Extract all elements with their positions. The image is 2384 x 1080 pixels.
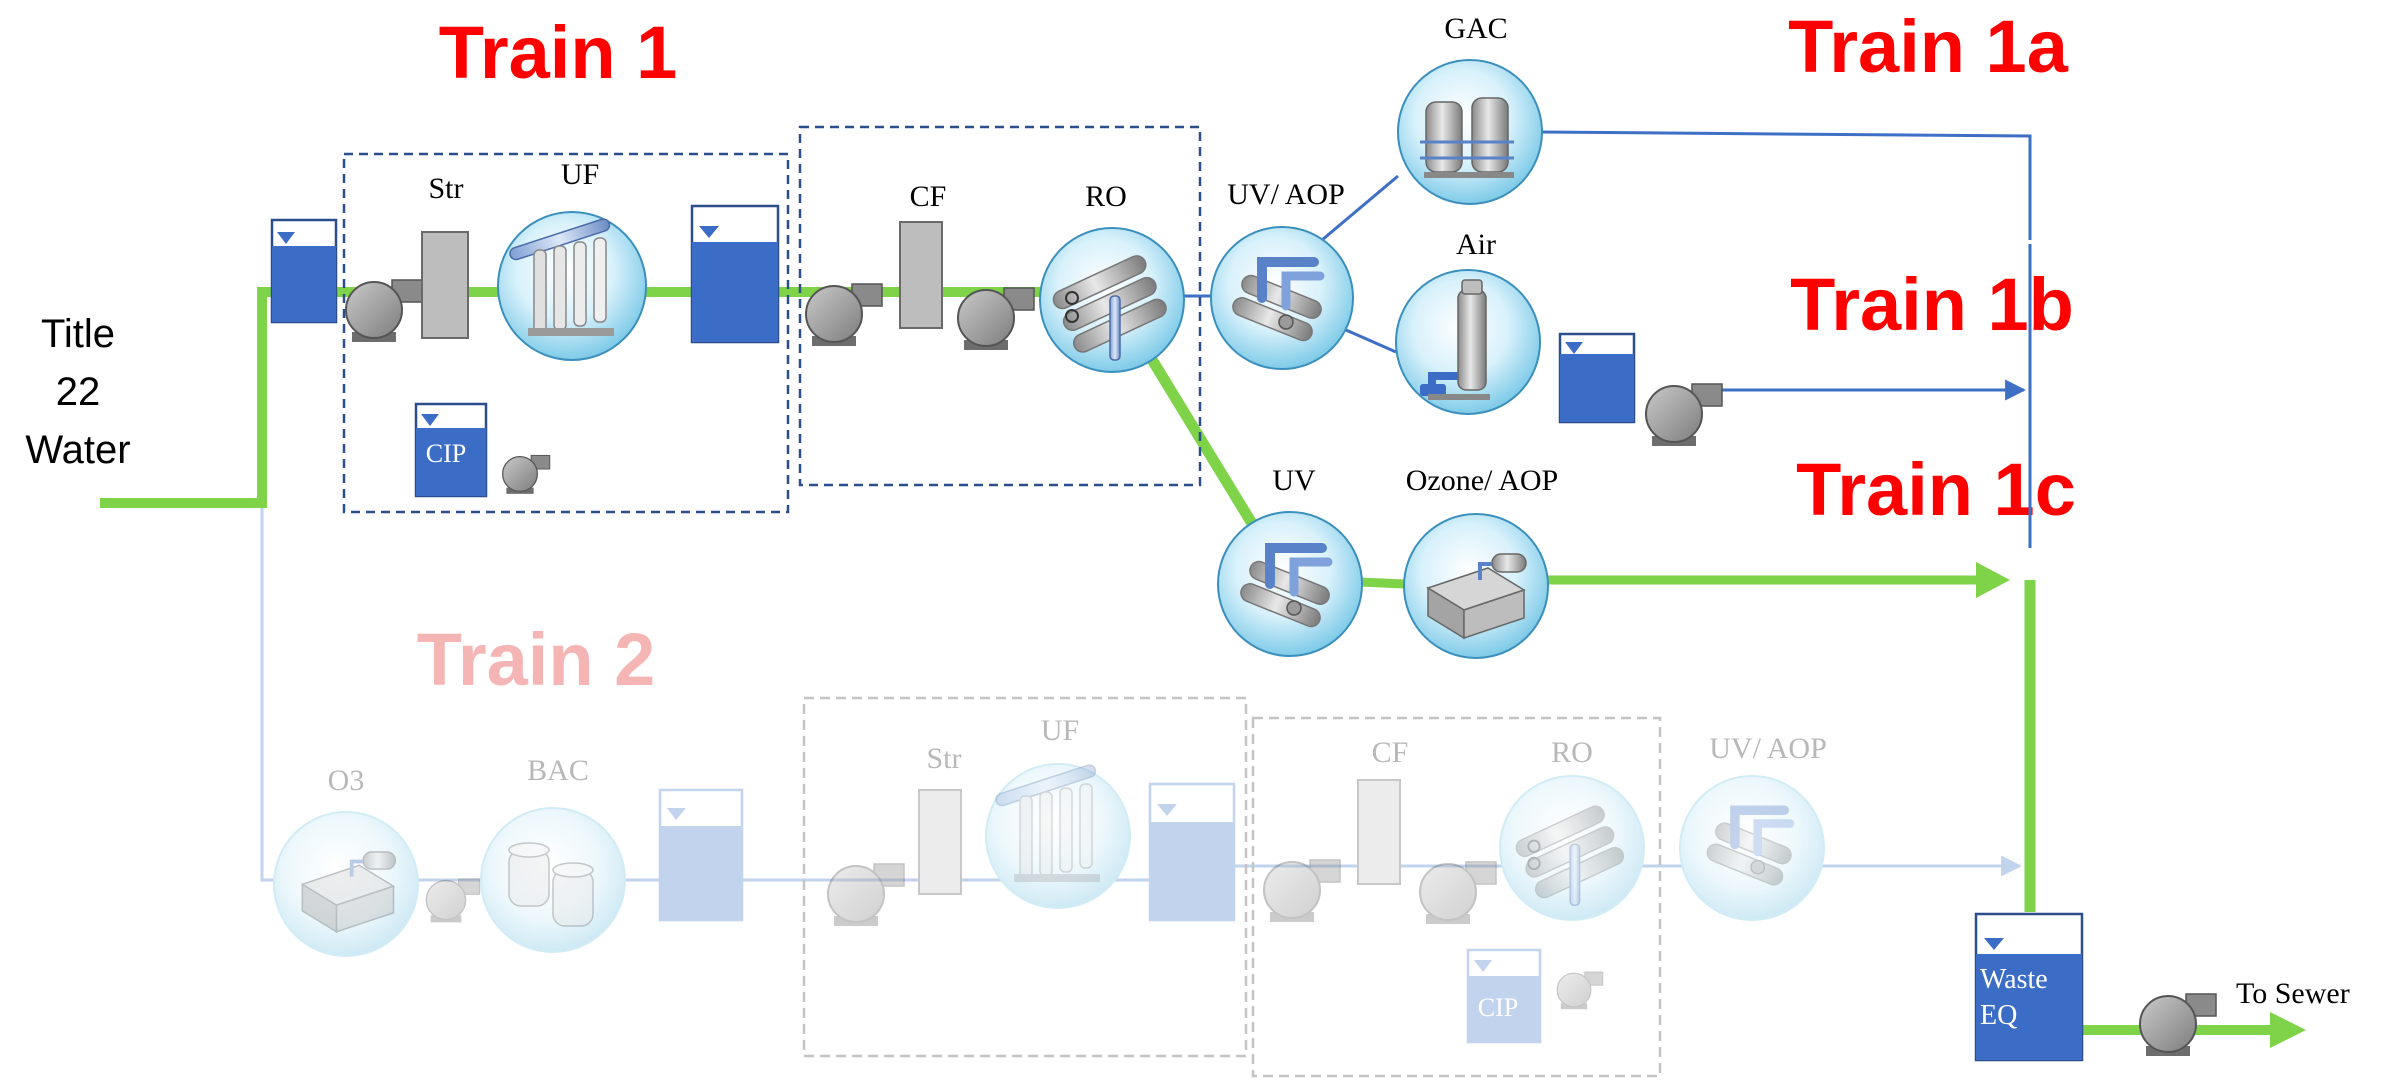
source-label-line-1: Title (41, 312, 115, 356)
waste-eq-label-line-2: EQ (1980, 1000, 2017, 1031)
train-1b-air-label: Air (1456, 228, 1496, 261)
train-1b-title: Train 1b (1790, 263, 2074, 346)
train-1-uvaop-label: UV/ AOP (1227, 178, 1345, 211)
sewer-arrowhead (2270, 1012, 2306, 1048)
train-1-uf-box (342, 152, 790, 514)
train-1-ro-box (798, 125, 1202, 487)
train-2-title: Train 2 (417, 618, 656, 701)
source-label-line-2: 22 (56, 370, 101, 414)
pump-icon (1419, 861, 1497, 925)
train-1-title: Train 1 (439, 11, 678, 94)
pump-icon (805, 283, 883, 347)
pump-icon (1645, 383, 1723, 447)
uvaop-to-air-line (1345, 328, 1397, 354)
strainer-icon (421, 231, 469, 339)
train-1-cip-label: CIP (426, 439, 466, 468)
train-2-cip-label: CIP (1478, 993, 1518, 1022)
pump-icon (827, 863, 905, 927)
train-1-uf-label: UF (561, 158, 599, 191)
uf-filtrate-tank (690, 204, 780, 344)
train-1a-gac-label: GAC (1444, 12, 1507, 45)
train-1a-title: Train 1a (1788, 5, 2069, 88)
train-1b-tank (1558, 332, 1636, 424)
pump-icon (345, 279, 423, 343)
uv-to-ozone-line (1359, 577, 1405, 589)
strainer-icon (1357, 779, 1401, 885)
train-1-str-label: Str (428, 172, 463, 205)
train-1c-ozone-label: Ozone/ AOP (1406, 464, 1559, 497)
train-1-ro-label: RO (1085, 180, 1127, 213)
tank-icon (1148, 782, 1236, 922)
pump-icon (957, 287, 1035, 351)
train-1-cf-label: CF (910, 180, 947, 213)
train-2-uv-aop-label: UV/ AOP (1709, 732, 1827, 765)
pump-icon (425, 878, 481, 924)
source-label-line-3: Water (25, 428, 130, 472)
pump-icon (502, 454, 551, 495)
train-2-cip-tank: CIP (1466, 948, 1542, 1044)
train-2-cf-label: CF (1372, 736, 1409, 769)
train-1a-gac-bubble (1397, 59, 1543, 205)
train-2-ro-label: RO (1551, 736, 1593, 769)
ro-to-uv-green-line (1135, 337, 1261, 533)
train-2: O3 BAC Str UF CF RO UV/ AOP (260, 503, 2023, 1078)
feed-tank (270, 218, 338, 324)
train-1c-title: Train 1c (1796, 448, 2076, 531)
gac-product-line (1539, 130, 2032, 240)
strainer-icon (918, 789, 962, 895)
uf-cip-tank: CIP (414, 402, 488, 498)
pump-icon (1556, 971, 1604, 1010)
to-sewer-label: To Sewer (2236, 977, 2350, 1010)
source-label: Title 22 Water (25, 312, 130, 472)
train-1c-uv-label: UV (1272, 464, 1316, 497)
train-2-uf-label: UF (1041, 714, 1079, 747)
train-2-bac-label: BAC (527, 754, 589, 787)
source-feed-line (100, 287, 1045, 508)
train-2-ro-box (1251, 716, 1662, 1078)
uvaop-to-gac-line (1321, 174, 1399, 242)
train-2-o3-label: O3 (328, 764, 365, 797)
train-2-str-label: Str (926, 742, 961, 775)
strainer-icon (899, 221, 943, 329)
train-1c-arrowhead (1976, 562, 2010, 598)
waste-eq-label-line-1: Waste (1980, 964, 2048, 995)
tank-icon (658, 788, 744, 922)
pump-icon (1263, 859, 1341, 923)
waste-eq-tank: Waste EQ (1974, 912, 2084, 1062)
